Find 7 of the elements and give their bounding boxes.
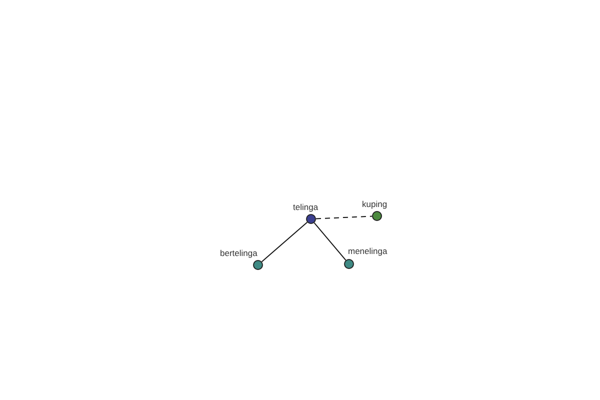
connector-line <box>261 222 308 262</box>
connector-line <box>316 216 372 220</box>
node-label: menelinga <box>348 246 388 256</box>
connector-line <box>314 222 346 261</box>
node-label: kuping <box>362 199 388 209</box>
node-label: telinga <box>293 202 318 212</box>
node-label: bertelinga <box>220 248 258 258</box>
